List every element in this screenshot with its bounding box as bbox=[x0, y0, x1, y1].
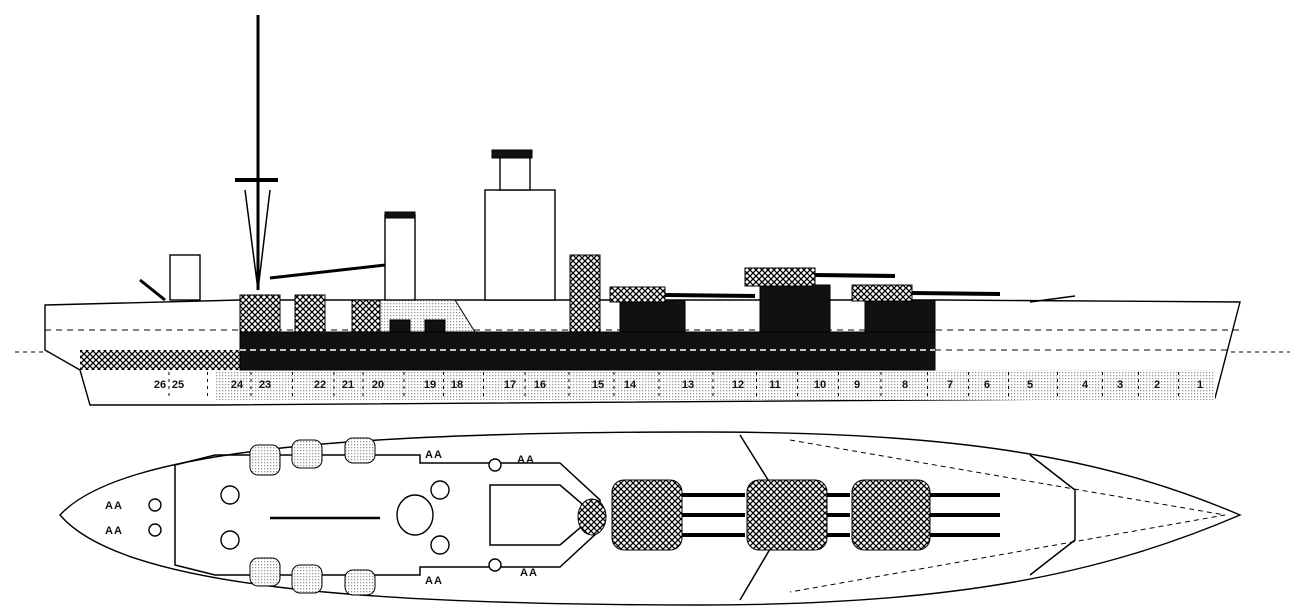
main-turrets bbox=[611, 479, 1000, 551]
lower-hull-shading bbox=[215, 370, 1215, 400]
frame-number: 16 bbox=[534, 379, 546, 391]
frame-number: 11 bbox=[769, 379, 781, 391]
aa-label: AA bbox=[105, 525, 123, 537]
frame-number: 17 bbox=[504, 379, 516, 391]
frame-number: 23 bbox=[259, 379, 271, 391]
frame-number: 19 bbox=[424, 379, 436, 391]
frame-number: 24 bbox=[231, 379, 244, 391]
frame-number: 1 bbox=[1197, 379, 1203, 391]
plan-view: AA AA AA AA AA AA bbox=[59, 431, 1242, 606]
frame-number: 26 bbox=[154, 379, 166, 391]
frame-number: 8 bbox=[902, 379, 908, 391]
aa-label: AA bbox=[105, 500, 123, 512]
frame-number: 3 bbox=[1117, 379, 1123, 391]
bridge-tower bbox=[484, 189, 556, 301]
main-armor-belt bbox=[239, 331, 936, 371]
frame-number: 21 bbox=[342, 379, 354, 391]
frame-number: 5 bbox=[1027, 379, 1033, 391]
frame-number: 13 bbox=[682, 379, 694, 391]
aa-guns bbox=[148, 458, 502, 572]
aa-label: AA bbox=[425, 575, 443, 587]
frame-number: 4 bbox=[1082, 379, 1089, 391]
frame-number: 7 bbox=[947, 379, 953, 391]
frame-number: 14 bbox=[624, 379, 637, 391]
frame-number: 2 bbox=[1154, 379, 1160, 391]
frame-number: 6 bbox=[984, 379, 990, 391]
secondary-turrets bbox=[249, 437, 376, 596]
frame-number: 10 bbox=[814, 379, 826, 391]
frame-number: 12 bbox=[732, 379, 744, 391]
frame-number: 20 bbox=[372, 379, 384, 391]
funnel bbox=[384, 214, 416, 301]
aa-label: AA bbox=[425, 449, 443, 461]
aa-label: AA bbox=[520, 567, 538, 579]
frame-number: 22 bbox=[314, 379, 326, 391]
frame-number: 9 bbox=[854, 379, 860, 391]
frame-number: 15 bbox=[592, 379, 604, 391]
frame-number: 18 bbox=[451, 379, 463, 391]
stern-armor bbox=[80, 350, 240, 370]
aa-label: AA bbox=[517, 454, 535, 466]
frame-number: 25 bbox=[172, 379, 184, 391]
